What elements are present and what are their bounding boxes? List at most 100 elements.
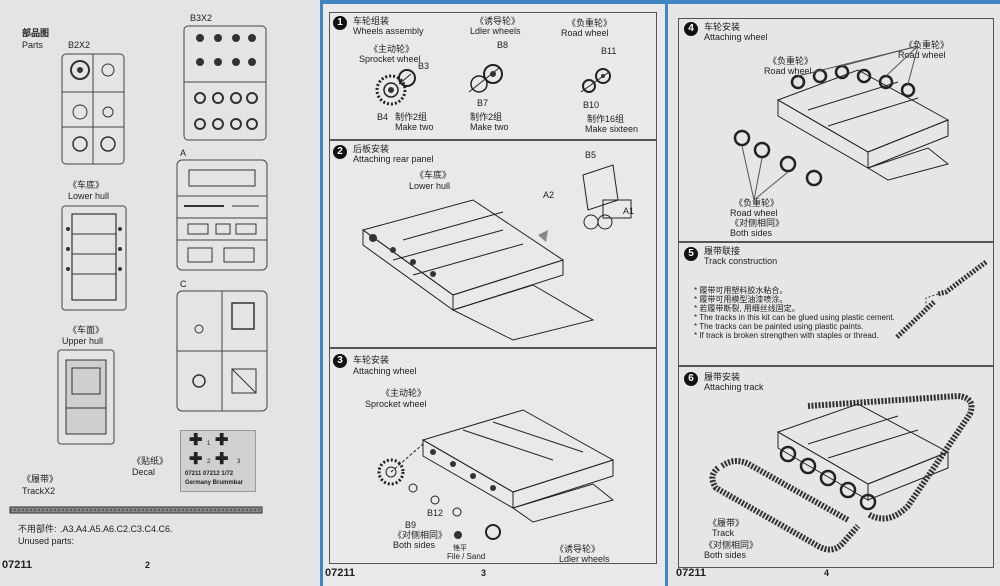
track-label-en: TrackX2: [22, 486, 56, 496]
both-sides-zh: 《对侧相同》: [704, 540, 759, 550]
decal-number: 3: [237, 459, 241, 465]
page-number: 4: [824, 568, 830, 578]
track-note: * 履带可用模型油漆喷涂。: [694, 295, 788, 304]
step-3-number: 3: [333, 354, 347, 368]
sprue-b3x2-label: B3X2: [190, 13, 213, 23]
idler-label-zh: 《诱导轮》: [555, 544, 601, 554]
model-number: 07211: [2, 559, 32, 571]
idler-label-en: Ldler wheels: [470, 26, 521, 36]
decal-sheet: ✚ ✚ ✚ ✚ 1 2 3 07211 07212 1/72 Germany B…: [180, 430, 256, 492]
decal-cross-icon: ✚: [215, 432, 229, 449]
decal-cross-icon: ✚: [215, 451, 229, 468]
both-sides-en: Both sides: [393, 540, 436, 550]
step-5-panel: [678, 242, 994, 366]
make-two-en: Make two: [395, 122, 434, 132]
decal-name-text: Germany Brummbar: [185, 480, 244, 486]
part-b8: B8: [497, 40, 509, 50]
both-sides-en: Both sides: [730, 228, 773, 238]
file-sand-zh: 锉平: [453, 545, 467, 552]
wheels-assembly-drawing: [375, 64, 611, 106]
step-1-title-en: Wheels assembly: [353, 26, 424, 36]
instruction-page-4: 4 车轮安装 Attaching wheel 《负重轮》 Road wheel …: [668, 4, 1000, 586]
step-2-title-zh: 后板安装: [353, 144, 390, 154]
sprue-b2-drawing: [61, 53, 125, 165]
unused-parts-label-zh: 不用部件:: [18, 524, 57, 534]
make-two-zh: 制作2组: [470, 112, 503, 122]
track-note: * The tracks can be painted using plasti…: [694, 322, 864, 331]
unused-parts-list: .A3.A4.A5.A6.C2.C3.C4.C6.: [60, 524, 173, 534]
decal-code-text: 07211 07212 1/72: [185, 471, 234, 477]
step-6-number: 6: [684, 372, 698, 386]
make-sixteen-en: Make sixteen: [585, 124, 639, 134]
part-b5: B5: [585, 150, 597, 160]
upper-hull-label-zh: 《车面》: [68, 325, 105, 335]
part-b4: B4: [377, 112, 389, 122]
step-2-title-en: Attaching rear panel: [353, 154, 434, 164]
sprue-a-drawing: [176, 159, 268, 271]
rear-panel-drawing: [361, 164, 632, 341]
idler-label-zh: 《诱导轮》: [475, 16, 521, 26]
lower-hull-sprue-drawing: [61, 205, 127, 311]
sprocket-label-zh: 《主动轮》: [369, 44, 415, 54]
step-2-number: 2: [333, 145, 347, 159]
both-sides-zh: 《对侧相同》: [730, 218, 785, 228]
step-6-title-en: Attaching track: [704, 382, 764, 392]
part-b11: B11: [601, 46, 617, 56]
decal-label-zh: 《贴纸》: [132, 456, 169, 466]
model-number: 07211: [676, 567, 706, 579]
lower-hull-label-zh: 《车底》: [415, 170, 452, 180]
sprue-c-drawing: [176, 290, 268, 412]
road-wheel-label-en: Road wheel: [561, 28, 609, 38]
sprocket-label-zh: 《主动轮》: [381, 388, 427, 398]
decal-cross-icon: ✚: [189, 432, 203, 449]
step-5-title-en: Track construction: [704, 256, 778, 266]
attaching-track-drawing: [709, 392, 975, 553]
lower-hull-label-en: Lower hull: [409, 181, 451, 191]
both-sides-en: Both sides: [704, 550, 747, 560]
sprocket-label-en: Sprocket wheel: [365, 399, 427, 409]
track-note: * 履带可用塑料胶水粘合。: [694, 286, 788, 295]
track-note: * 若履带断裂, 用细丝线固定。: [694, 304, 800, 313]
road-wheel-label-zh: 《负重轮》: [734, 198, 780, 208]
step-3-panel: [329, 348, 657, 564]
part-a1: A1: [623, 206, 635, 216]
decal-number: 1: [207, 441, 211, 447]
decal-number: 2: [207, 459, 211, 465]
road-wheel-label-en: Road wheel: [730, 208, 778, 218]
lower-hull-label-zh: 《车底》: [68, 180, 105, 190]
part-b7: B7: [477, 98, 489, 108]
lower-hull-label-en: Lower hull: [68, 191, 110, 201]
model-number: 07211: [325, 567, 355, 579]
track-label-zh: 《履带》: [22, 474, 59, 484]
step-1-number: 1: [333, 16, 347, 30]
road-wheel-label-en: Road wheel: [898, 50, 946, 60]
step-1-title-zh: 车轮组装: [353, 16, 390, 26]
step-1-panel: [329, 12, 657, 140]
track-label-en: Track: [712, 528, 735, 538]
part-a2: A2: [543, 190, 555, 200]
road-wheel-label-zh: 《负重轮》: [567, 18, 613, 28]
unused-parts-label-en: Unused parts:: [18, 536, 75, 546]
step-5-title-zh: 履带联接: [704, 246, 741, 256]
step-5-number: 5: [684, 247, 698, 261]
upper-hull-label-en: Upper hull: [62, 336, 104, 346]
part-b3: B3: [418, 61, 430, 71]
make-two-en: Make two: [470, 122, 509, 132]
step-6-panel: [678, 366, 994, 568]
sprue-a-label: A: [180, 148, 187, 158]
track-strip-drawing: [9, 506, 263, 514]
track-note: * If track is broken strengthen with sta…: [694, 331, 879, 340]
file-sand-en: File / Sand: [447, 552, 486, 561]
road-wheel-label-zh: 《负重轮》: [768, 56, 814, 66]
both-sides-zh: 《对侧相同》: [393, 530, 448, 540]
step-2-panel: [329, 140, 657, 348]
sprue-c-label: C: [180, 279, 187, 289]
track-label-zh: 《履带》: [708, 518, 745, 528]
decal-cross-icon: ✚: [189, 451, 203, 468]
step-3-title-en: Attaching wheel: [353, 366, 417, 376]
road-wheel-attach-drawing: [733, 45, 950, 201]
road-wheel-label-en: Road wheel: [764, 66, 812, 76]
attaching-wheel-drawing: [377, 409, 615, 540]
parts-title-zh: 部品图: [22, 28, 50, 38]
step-6-title-zh: 履带安装: [704, 372, 741, 382]
